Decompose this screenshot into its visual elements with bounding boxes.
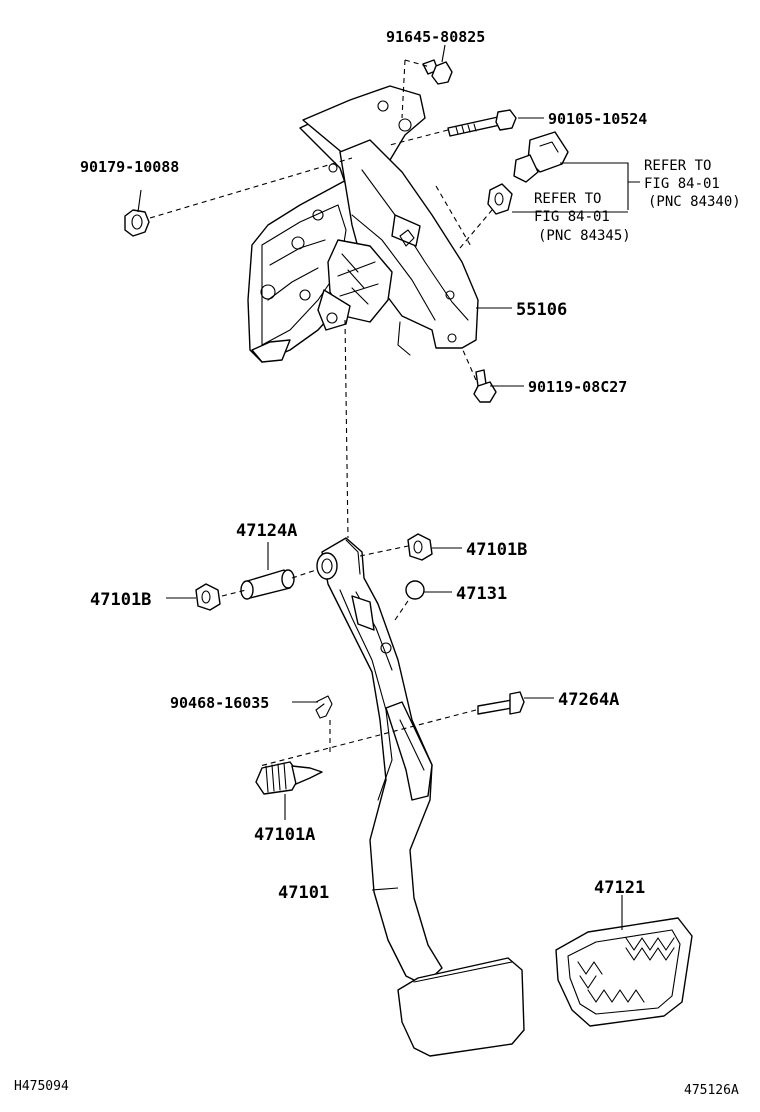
nut-90179 xyxy=(124,209,150,237)
diagram-code-right: 475126A xyxy=(684,1083,739,1098)
label-47101B-left: 47101B xyxy=(90,590,151,610)
collar-47124A xyxy=(240,569,295,600)
ref2-line2: FIG 84-01 xyxy=(534,209,610,225)
bolt-90105 xyxy=(447,109,517,137)
label-91645-80825: 91645-80825 xyxy=(386,28,485,46)
ref1-line2: FIG 84-01 xyxy=(644,176,720,192)
ref1-line1: REFER TO xyxy=(644,158,711,174)
stop-lamp-switch xyxy=(513,131,569,183)
label-90105-10524: 90105-10524 xyxy=(548,110,647,128)
label-47131: 47131 xyxy=(456,584,507,604)
clip-90468 xyxy=(315,695,333,719)
label-47101A: 47101A xyxy=(254,825,315,845)
ref2-line3: (PNC 84345) xyxy=(538,228,631,244)
label-47101B-right: 47101B xyxy=(466,540,527,560)
leader-lines xyxy=(137,44,640,930)
ref2-line1: REFER TO xyxy=(534,191,601,207)
pin-47264A xyxy=(477,691,525,715)
switch-clip xyxy=(487,183,513,215)
label-55106: 55106 xyxy=(516,300,567,320)
label-90119-08C27: 90119-08C27 xyxy=(528,378,627,396)
assembly-lines xyxy=(149,59,493,767)
reference-note-84345: REFER TO FIG 84-01 (PNC 84345) xyxy=(534,191,631,244)
ref1-line3: (PNC 84340) xyxy=(648,194,741,210)
label-90468-16035: 90468-16035 xyxy=(170,694,269,712)
label-47264A: 47264A xyxy=(558,690,619,710)
label-47124A: 47124A xyxy=(236,521,297,541)
spring-47101A xyxy=(255,761,323,795)
bolt-90119 xyxy=(473,369,497,403)
label-90179-10088: 90179-10088 xyxy=(80,158,179,176)
pedal-support-bracket-55106 xyxy=(247,85,479,363)
brake-pedal-arm-47101 xyxy=(316,537,443,986)
reference-note-84340: REFER TO FIG 84-01 (PNC 84340) xyxy=(644,158,741,210)
label-47121: 47121 xyxy=(594,878,645,898)
stopper-47131 xyxy=(405,580,425,600)
pedal-pad-on-arm xyxy=(397,957,525,1057)
diagram-code-left: H475094 xyxy=(14,1079,69,1094)
label-47101: 47101 xyxy=(278,883,329,903)
bushing-47101B-left xyxy=(195,583,221,611)
bolt-91645 xyxy=(422,59,453,85)
bushing-47101B-right xyxy=(407,533,433,561)
pedal-pad-47121 xyxy=(555,917,693,1027)
